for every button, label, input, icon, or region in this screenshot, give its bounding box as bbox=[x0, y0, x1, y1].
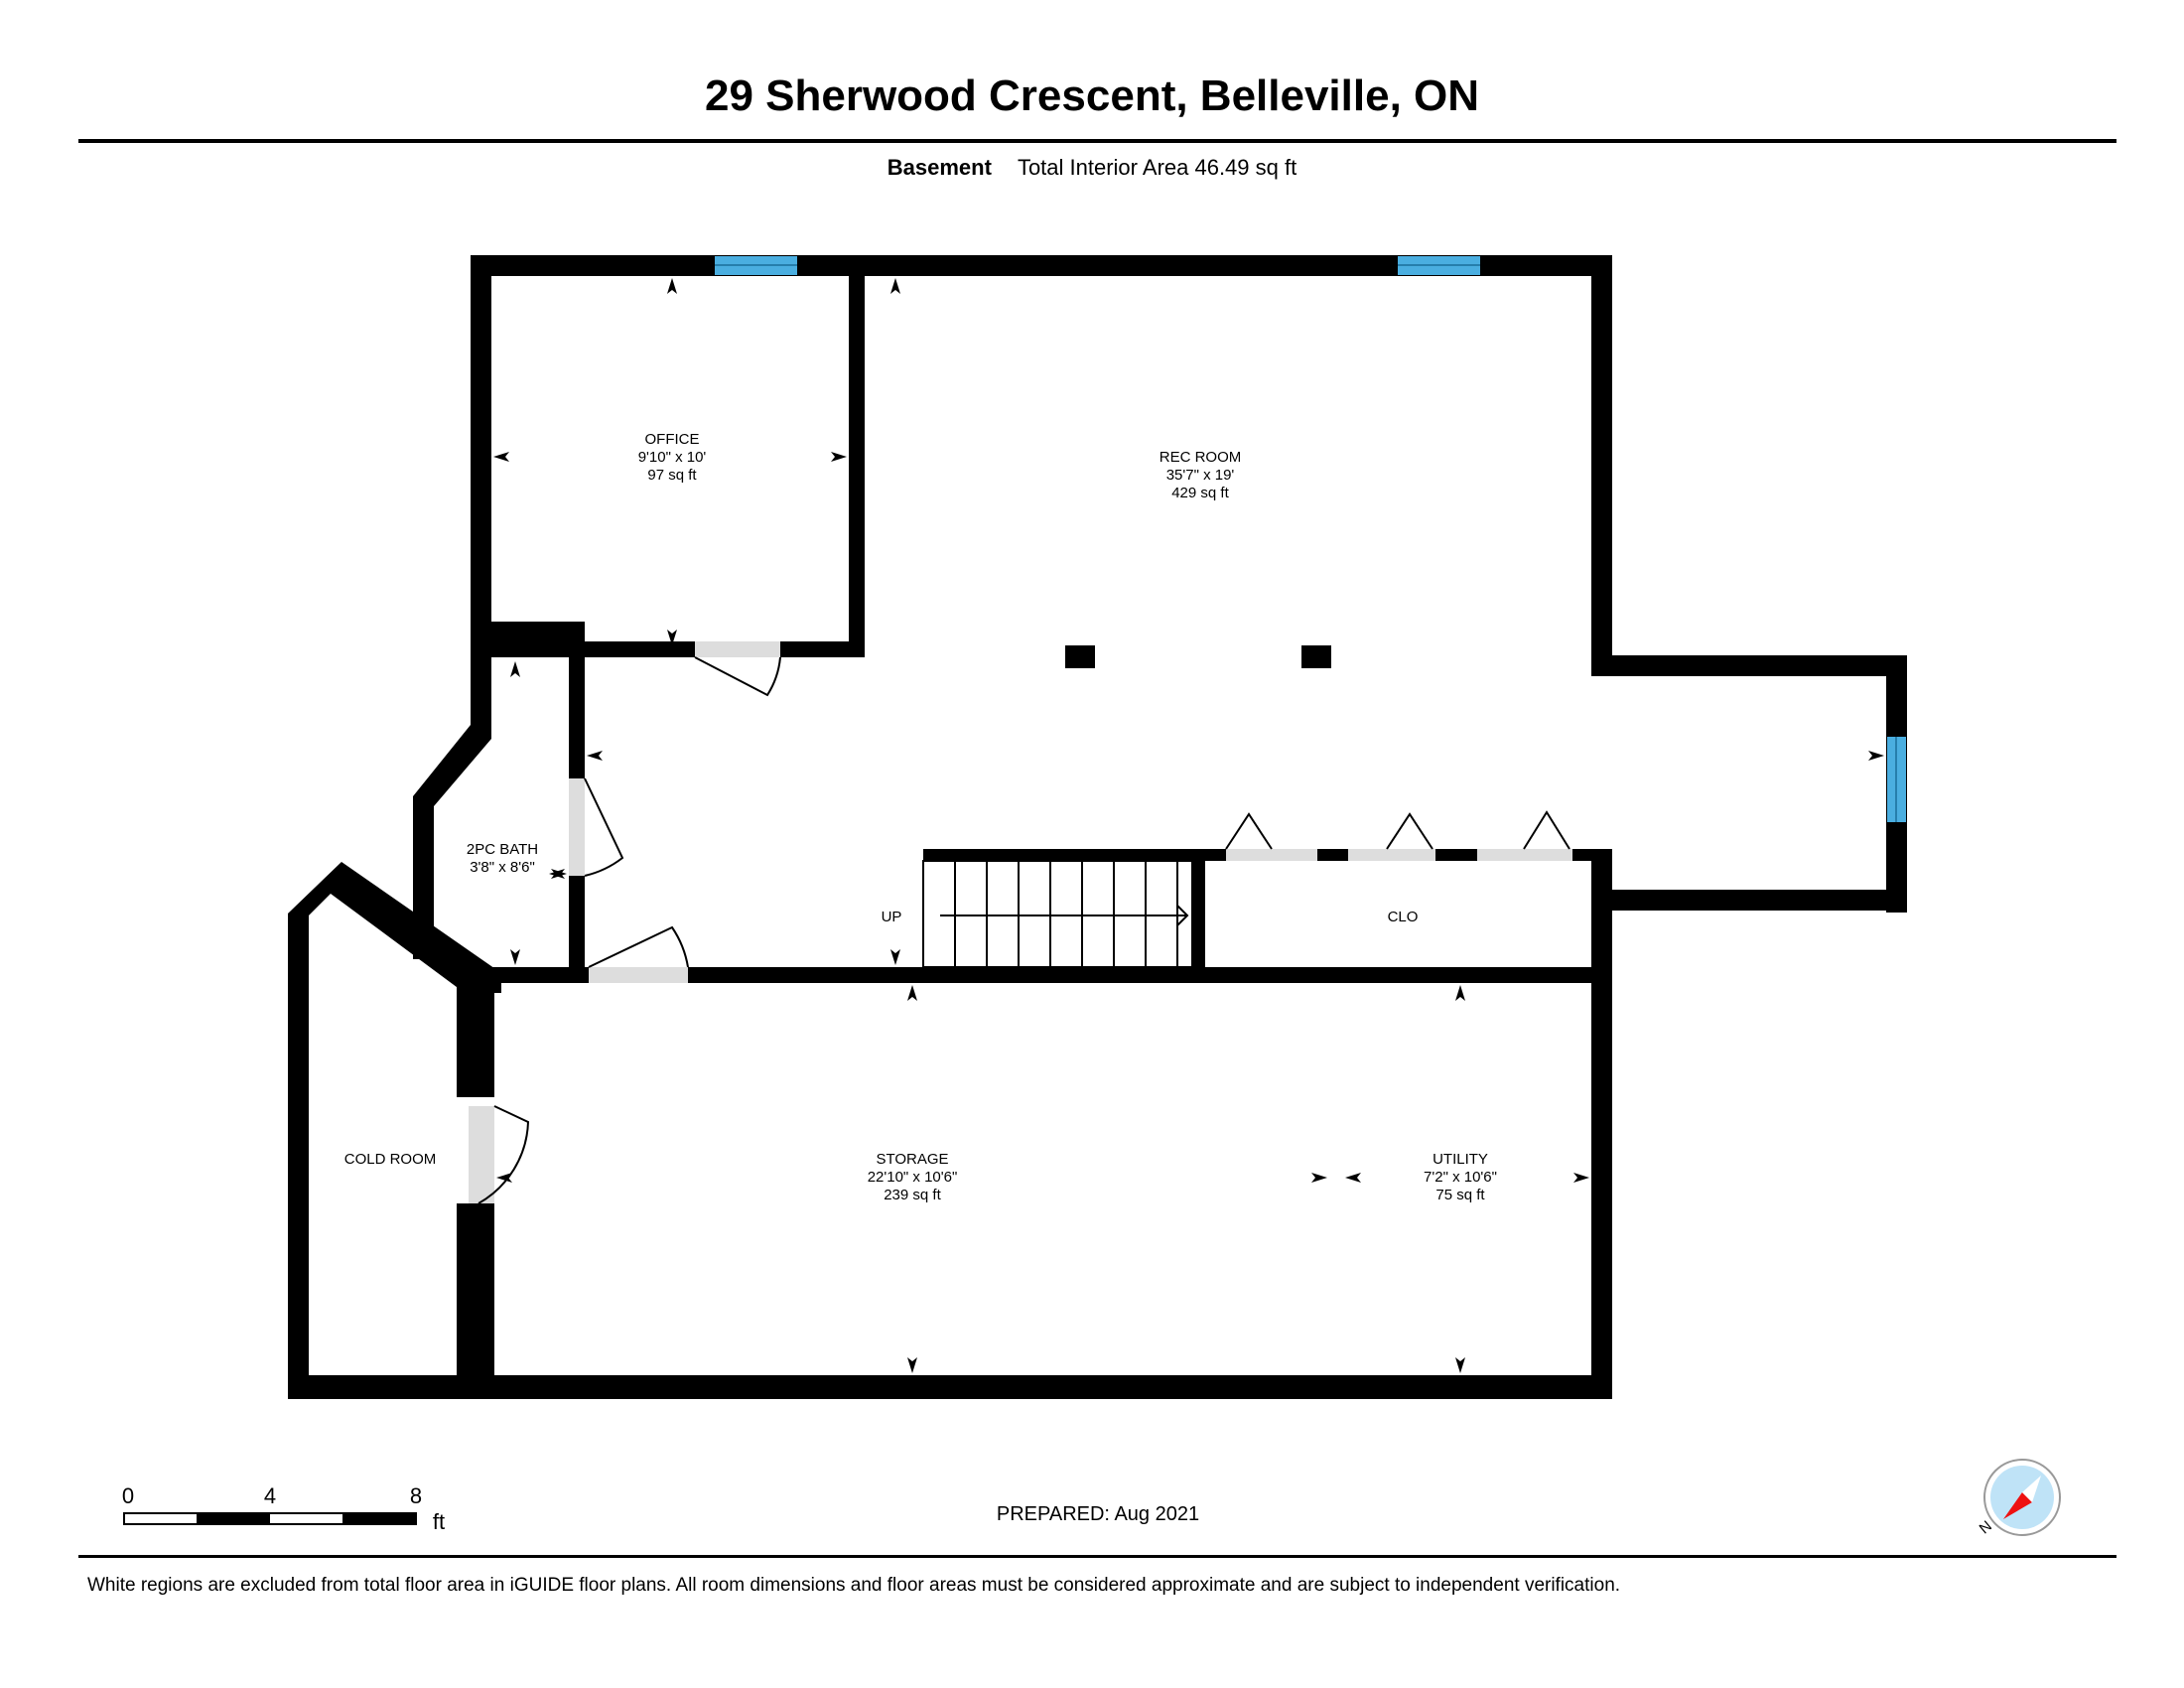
scale-tick-8: 8 bbox=[410, 1483, 422, 1508]
scale-bar: 0 4 8 ft bbox=[122, 1483, 445, 1534]
room-dims-office: 9'10" x 10' bbox=[638, 449, 707, 466]
door bbox=[1226, 849, 1317, 861]
door bbox=[1348, 849, 1435, 861]
door-swing bbox=[1386, 812, 1433, 850]
door-swing bbox=[584, 777, 624, 877]
room-area-storage: 239 sq ft bbox=[884, 1187, 941, 1203]
door-swing bbox=[1523, 810, 1570, 850]
room-area-office: 97 sq ft bbox=[647, 467, 697, 484]
column bbox=[1065, 645, 1095, 668]
room-area-utility: 75 sq ft bbox=[1435, 1187, 1485, 1203]
wall bbox=[491, 967, 1612, 983]
wall bbox=[1591, 849, 1612, 1399]
door bbox=[569, 778, 585, 876]
room-dims-rec-room: 35'7" x 19' bbox=[1166, 467, 1235, 484]
wall bbox=[413, 725, 491, 959]
door bbox=[1477, 849, 1572, 861]
room-name-storage: STORAGE bbox=[876, 1151, 948, 1168]
prepared-date: PREPARED: Aug 2021 bbox=[996, 1503, 1200, 1525]
room-name-bath: 2PC BATH bbox=[467, 841, 538, 858]
door-swing bbox=[478, 1105, 530, 1204]
scale-tick-0: 0 bbox=[122, 1483, 134, 1508]
room-name-rec-room: REC ROOM bbox=[1160, 449, 1242, 466]
room-name-closet: CLO bbox=[1388, 909, 1419, 925]
total-area: Total Interior Area 46.49 sq ft bbox=[1017, 155, 1297, 180]
wall bbox=[1591, 255, 1612, 676]
room-labels: OFFICE 9'10" x 10' 97 sq ft REC ROOM 35'… bbox=[344, 431, 1497, 1203]
room-dims-bath: 3'8" x 8'6" bbox=[470, 859, 535, 876]
wall bbox=[1191, 849, 1205, 978]
wall bbox=[849, 255, 865, 657]
windows bbox=[715, 256, 1906, 822]
room-dims-storage: 22'10" x 10'6" bbox=[868, 1169, 958, 1186]
door bbox=[589, 967, 688, 983]
room-dims-utility: 7'2" x 10'6" bbox=[1424, 1169, 1497, 1186]
wall bbox=[1591, 890, 1907, 911]
door bbox=[469, 1106, 494, 1203]
door-swing bbox=[694, 656, 781, 697]
header-rule bbox=[78, 139, 2116, 143]
wall bbox=[288, 862, 501, 1375]
room-area-rec-room: 429 sq ft bbox=[1171, 485, 1229, 501]
level-name: Basement bbox=[887, 155, 992, 180]
room-name-office: OFFICE bbox=[645, 431, 700, 448]
footer-rule bbox=[78, 1555, 2116, 1558]
dimension-markers bbox=[493, 278, 1884, 1373]
wall bbox=[457, 983, 494, 1097]
stairs bbox=[922, 860, 1196, 968]
disclaimer: White regions are excluded from total fl… bbox=[87, 1575, 1621, 1596]
scale-tick-4: 4 bbox=[264, 1483, 276, 1508]
walls bbox=[288, 255, 1907, 1399]
wall bbox=[288, 1375, 1612, 1399]
wall bbox=[471, 255, 491, 727]
column bbox=[1301, 645, 1331, 668]
door-swing bbox=[1225, 812, 1273, 850]
page-title: 29 Sherwood Crescent, Belleville, ON bbox=[704, 71, 1480, 120]
door bbox=[695, 641, 780, 657]
level-summary: Basement Total Interior Area 46.49 sq ft bbox=[0, 155, 2184, 181]
stairs-outline bbox=[922, 860, 1196, 968]
scale-unit: ft bbox=[433, 1509, 445, 1534]
stairs-up-label: UP bbox=[882, 909, 902, 925]
doors bbox=[469, 641, 1572, 1204]
room-name-utility: UTILITY bbox=[1433, 1151, 1488, 1168]
wall bbox=[1591, 655, 1907, 676]
wall bbox=[457, 1203, 494, 1392]
room-name-cold-room: COLD ROOM bbox=[344, 1151, 437, 1168]
door-swing bbox=[588, 925, 689, 968]
